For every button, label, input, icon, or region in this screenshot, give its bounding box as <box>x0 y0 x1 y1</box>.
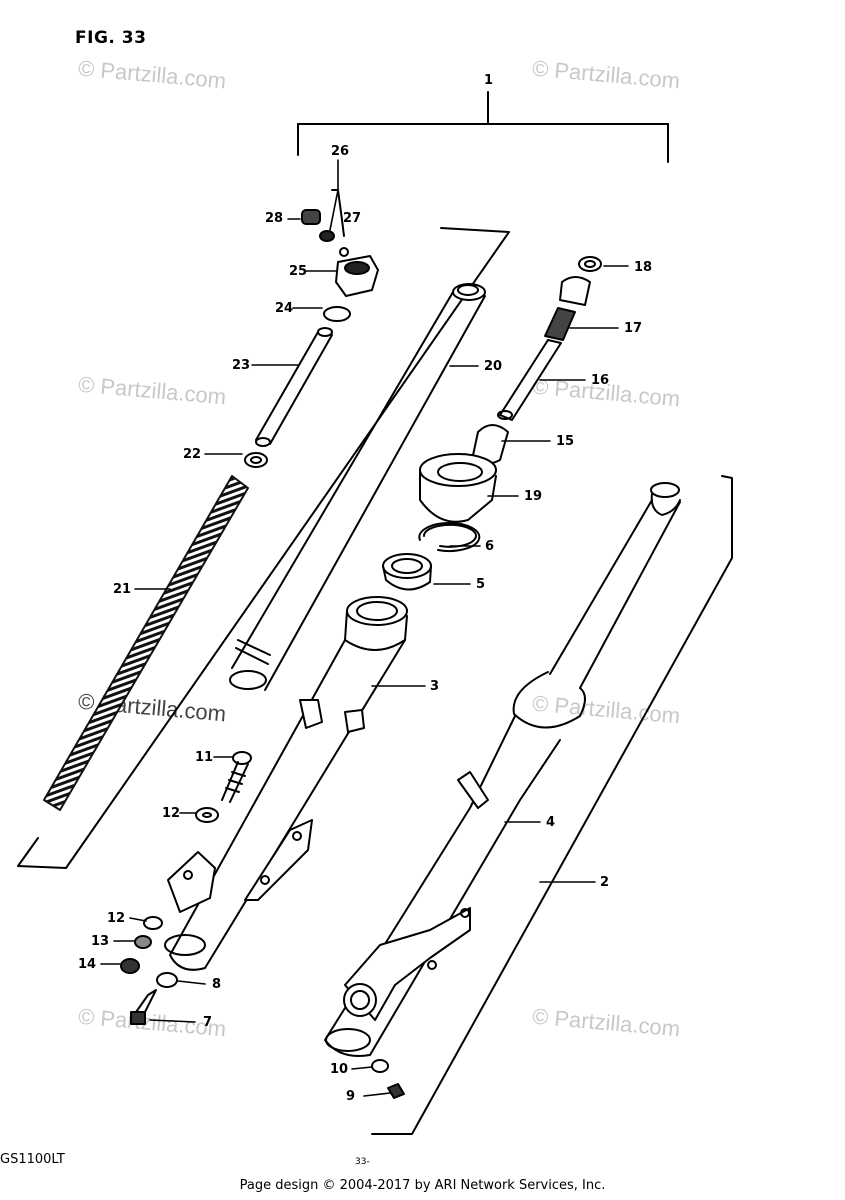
callout-1: 1 <box>484 73 494 88</box>
callout-28: 28 <box>265 211 284 226</box>
callout-27: 27 <box>343 211 362 226</box>
callout-15: 15 <box>556 434 575 449</box>
assembly-bracket <box>297 91 669 163</box>
spacer-part <box>255 327 333 447</box>
inner-tube-part <box>229 283 486 691</box>
callout-7: 7 <box>203 1015 213 1030</box>
washer-part <box>244 452 268 468</box>
callout-22: 22 <box>183 447 202 462</box>
damper-rod-part <box>471 256 602 465</box>
callout-11: 11 <box>195 750 214 765</box>
figure-title: FIG. 33 <box>75 28 147 48</box>
callout-4: 4 <box>546 815 556 830</box>
model-label: GS1100LT <box>0 1152 65 1167</box>
callout-8: 8 <box>212 977 222 992</box>
callout-12b: 12 <box>107 911 126 926</box>
callout-13: 13 <box>91 934 110 949</box>
oil-seal-part <box>382 553 432 591</box>
callout-16: 16 <box>591 373 610 388</box>
callout-19: 19 <box>524 489 543 504</box>
dust-seal-part <box>419 453 497 523</box>
air-valve-part <box>301 189 349 257</box>
callout-25: 25 <box>289 264 308 279</box>
axle-holder-part <box>167 851 216 913</box>
callout-21: 21 <box>113 582 132 597</box>
axle-pinch-bolt-part <box>387 1083 405 1099</box>
outer-tube-part <box>164 596 408 971</box>
footer-copyright: Page design © 2004-2017 by ARI Network S… <box>239 1178 606 1193</box>
callout-14: 14 <box>78 957 97 972</box>
callout-20: 20 <box>484 359 503 374</box>
grouping-line-left <box>17 227 510 869</box>
callout-17: 17 <box>624 321 643 336</box>
callout-6: 6 <box>485 539 495 554</box>
cap-bolt-part <box>335 255 379 297</box>
fork-assembly-part <box>324 482 681 1057</box>
callout-18: 18 <box>634 260 653 275</box>
grouping-line-right <box>371 475 733 1135</box>
page-number: 33- <box>355 1157 370 1167</box>
callout-9: 9 <box>346 1089 356 1104</box>
callout-5: 5 <box>476 577 486 592</box>
callout-24: 24 <box>275 301 294 316</box>
leader-lines <box>100 159 629 1097</box>
callout-3: 3 <box>430 679 440 694</box>
callout-2: 2 <box>600 875 610 890</box>
o-ring-part <box>323 306 351 322</box>
callout-12a: 12 <box>162 806 181 821</box>
callout-26: 26 <box>331 144 350 159</box>
callout-10: 10 <box>330 1062 349 1077</box>
bolt-part <box>221 751 252 803</box>
fork-spring-part <box>43 475 249 811</box>
callout-23: 23 <box>232 358 251 373</box>
circlip-part <box>418 522 481 553</box>
drain-bolt-part <box>130 989 157 1025</box>
